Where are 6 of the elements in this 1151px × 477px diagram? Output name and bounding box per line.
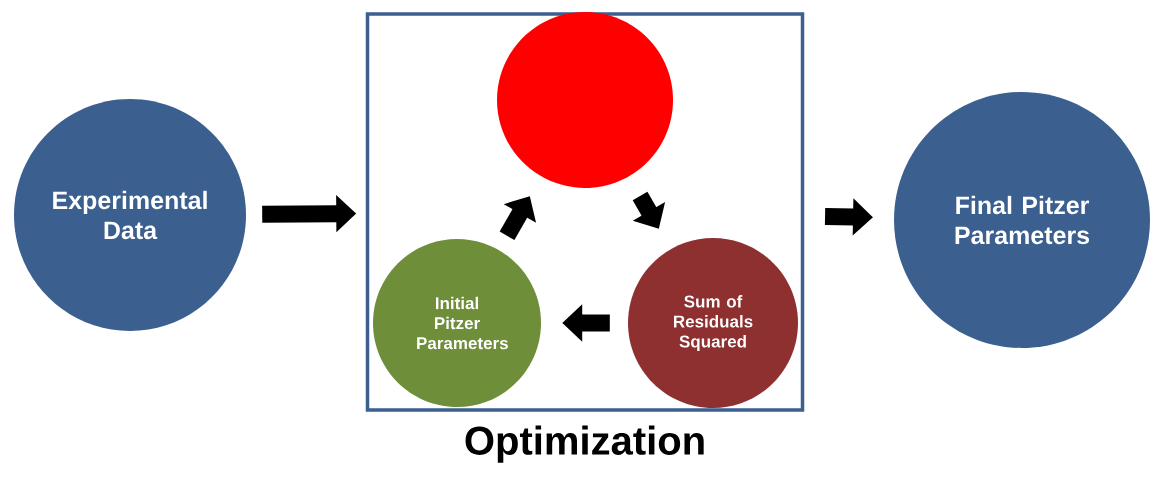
circle-node: Final Pitzer Parameters <box>894 92 1150 348</box>
circle-node: Initial Pitzer Parameters <box>373 239 541 407</box>
circle-node <box>497 12 673 188</box>
circle-node: Sum of Residuals Squared <box>628 238 798 408</box>
circle-node: Experimental Data <box>14 99 246 331</box>
box-title: Optimization <box>465 425 704 463</box>
